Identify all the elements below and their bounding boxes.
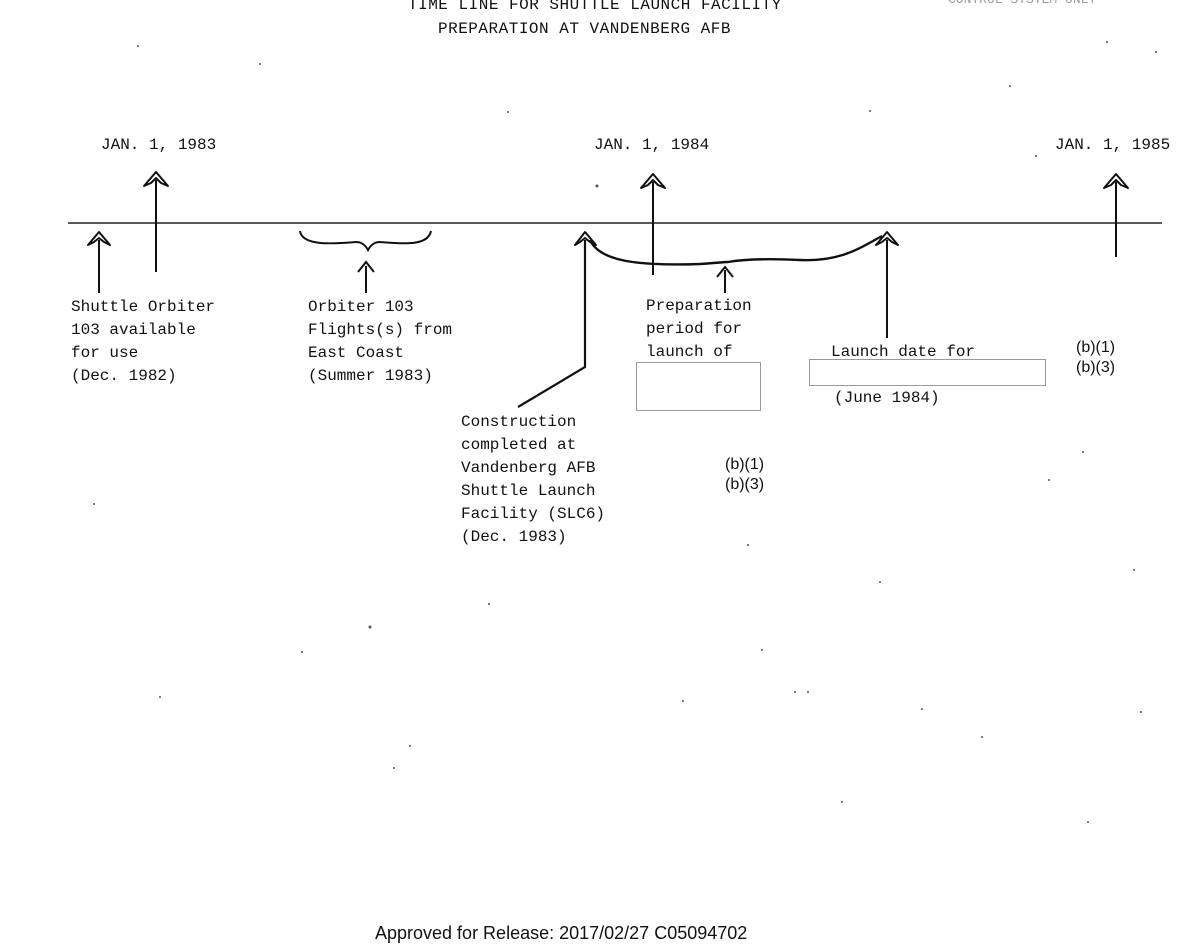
date-label-1984: JAN. 1, 1984 [594,136,710,154]
exemption-code: (b)(3) [1076,359,1116,376]
event-text-line: Shuttle Launch [461,482,596,500]
date-arrow-1983 [143,171,169,272]
event-arrow-orbiter-available [87,231,111,293]
event-text-line: (Dec. 1983) [461,528,567,546]
exemption-code: (b)(1) [1076,339,1116,356]
event-text-line: Orbiter 103 [308,298,414,316]
exemption-code: (b)(1) [725,456,765,473]
redaction-box-preparation [636,362,761,411]
event-arrow-east-coast-flights [357,260,375,293]
date-arrow-1985 [1103,173,1129,257]
event-text-line: Preparation [646,297,752,315]
document-title-line-1: TIME LINE FOR SHUTTLE LAUNCH FACILITY [408,0,782,14]
event-text-line: 103 available [71,321,196,339]
event-construction-completed: Construction completed at Vandenberg AFB… [461,411,605,549]
event-arrow-preparation [716,265,734,293]
exemption-codes-launch: (b)(1) (b)(3) [1076,338,1115,378]
exemption-code: (b)(3) [725,476,765,493]
brace-preparation-period [588,234,883,266]
event-text-line: (Summer 1983) [308,367,433,385]
control-marking: CONTROL SYSTEM ONLY [948,0,1096,11]
event-text-line: Flights(s) from [308,321,453,339]
date-label-1985: JAN. 1, 1985 [1055,136,1171,154]
event-text-line: Facility (SLC6) [461,505,606,523]
event-text-line: Vandenberg AFB [461,459,596,477]
redaction-box-launch [809,359,1046,386]
event-arrow-construction [517,231,597,408]
event-text-line: (Dec. 1982) [71,367,177,385]
event-text-line: completed at [461,436,577,454]
event-text-line: launch of [646,343,733,361]
exemption-codes-preparation: (b)(1) (b)(3) [725,455,764,495]
event-text-line: period for [646,320,743,338]
date-label-1983: JAN. 1, 1983 [101,136,217,154]
event-launch-date: Launch date for [831,343,976,361]
event-preparation-period: Preparation period for launch of [646,295,752,364]
event-text-line: Shuttle Orbiter [71,298,216,316]
brace-east-coast-flights [299,230,432,253]
event-text-line: for use [71,344,139,362]
document-title-line-2: PREPARATION AT VANDENBERG AFB [438,20,731,38]
scan-speckles [93,41,1157,823]
event-arrow-launch-date [875,231,899,338]
event-orbiter-available: Shuttle Orbiter 103 available for use (D… [71,296,215,388]
event-launch-date-value: (June 1984) [834,389,940,407]
event-east-coast-flights: Orbiter 103 Flights(s) from East Coast (… [308,296,452,388]
release-footer: Approved for Release: 2017/02/27 C050947… [375,923,748,943]
event-text-line: East Coast [308,344,405,362]
date-arrow-1984 [640,173,666,275]
event-text-line: Construction [461,413,577,431]
